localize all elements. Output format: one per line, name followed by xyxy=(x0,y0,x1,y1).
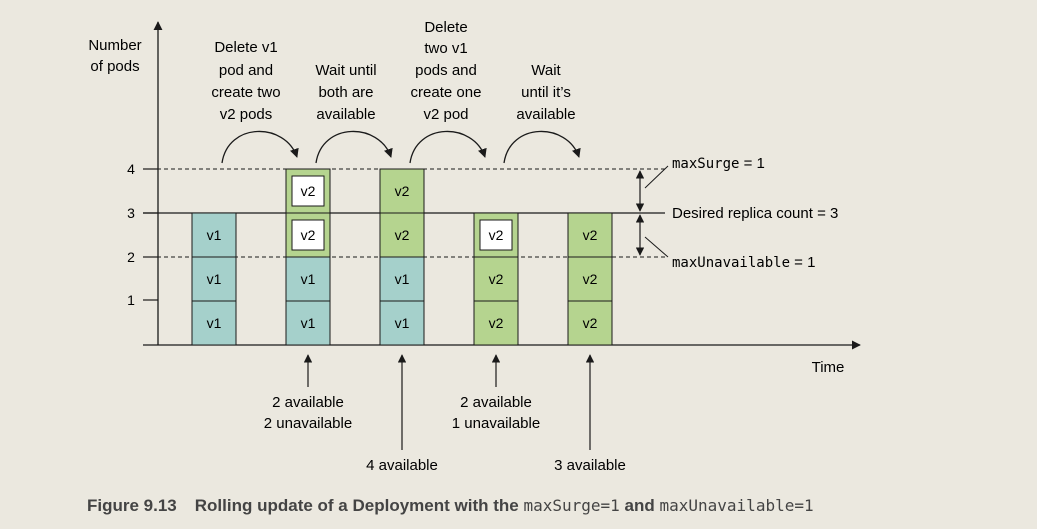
pod-label: v2 xyxy=(489,271,504,287)
y-tick-3: 3 xyxy=(127,205,135,221)
caption-and: and xyxy=(624,496,655,515)
max-surge-label-value: = 1 xyxy=(739,155,764,172)
max-unavailable-label-code: maxUnavailable xyxy=(672,255,790,271)
pod-2-1-v1 xyxy=(285,300,331,346)
pod-label: v1 xyxy=(395,315,410,331)
annotation-step-3-line4: create one xyxy=(411,84,482,101)
y-tick-1: 1 xyxy=(127,292,135,308)
annotation-step-3-line5: v2 pod xyxy=(423,106,468,123)
pod-label: v2 xyxy=(395,183,410,199)
annotation-step-2-line2: both are xyxy=(318,84,373,101)
pod-3-2-v1 xyxy=(379,256,425,302)
max-unavailable-leader xyxy=(644,236,669,258)
pod-unready-box xyxy=(291,175,325,207)
pod-label: v2 xyxy=(489,315,504,331)
pod-label: v2 xyxy=(301,183,316,199)
pod-label: v2 xyxy=(583,315,598,331)
caption-text: Rolling update of a Deployment with the xyxy=(194,496,519,515)
pod-label: v1 xyxy=(395,271,410,287)
pod-5-1-v2 xyxy=(567,300,613,346)
annotation-step-4-line2: until it’s xyxy=(521,84,571,101)
status-label-2: 4 available xyxy=(366,457,438,474)
max-surge-label: maxSurge = 1 xyxy=(672,155,765,172)
annotation-step-3-line1: Delete xyxy=(424,19,467,36)
pod-1-2-v1 xyxy=(191,256,237,302)
pod-label: v1 xyxy=(301,315,316,331)
annotation-step-2-line3: available xyxy=(316,106,375,123)
annotation-step-3-line3: pods and xyxy=(415,62,477,79)
pod-2-2-v1 xyxy=(285,256,331,302)
pod-1-3-v1 xyxy=(191,212,237,258)
annotation-step-1-line2: pod and xyxy=(219,62,273,79)
status-label-3-line1: 2 available xyxy=(460,394,532,411)
pod-label: v2 xyxy=(395,227,410,243)
pod-3-3-v2 xyxy=(379,212,425,258)
step-arrow-3 xyxy=(409,130,487,164)
max-unavailable-label: maxUnavailable = 1 xyxy=(672,254,815,271)
step-arrow-1 xyxy=(221,130,299,164)
annotation-step-2-line1: Wait until xyxy=(315,62,376,79)
pod-label: v1 xyxy=(301,271,316,287)
max-surge-leader xyxy=(644,165,669,189)
status-label-3-line2: 1 unavailable xyxy=(452,415,540,432)
caption-code-max-surge: maxSurge=1 xyxy=(523,496,620,515)
pod-label: v2 xyxy=(489,227,504,243)
status-label-4: 3 available xyxy=(554,457,626,474)
status-label-1-line1: 2 available xyxy=(272,394,344,411)
pod-5-3-v2 xyxy=(567,212,613,258)
annotation-step-1-line4: v2 pods xyxy=(220,106,273,123)
annotation-step-1-line1: Delete v1 xyxy=(214,39,277,56)
pod-3-1-v1 xyxy=(379,300,425,346)
y-tick-2: 2 xyxy=(127,249,135,265)
annotation-step-4-line1: Wait xyxy=(531,62,561,79)
step-arrow-2 xyxy=(315,130,393,164)
step-arrow-4 xyxy=(503,130,581,164)
pod-unready-box xyxy=(291,219,325,251)
y-axis-label-line1: Number xyxy=(88,37,141,54)
y-tick-4: 4 xyxy=(127,161,135,177)
annotation-step-4-line3: available xyxy=(516,106,575,123)
pod-label: v1 xyxy=(207,315,222,331)
figure-caption: Figure 9.13 Rolling update of a Deploymen… xyxy=(87,496,814,516)
pod-5-2-v2 xyxy=(567,256,613,302)
annotation-step-3-line2: two v1 xyxy=(424,40,467,57)
max-unavailable-label-value: = 1 xyxy=(790,254,815,271)
desired-count-label: Desired replica count = 3 xyxy=(672,205,838,222)
x-axis-label: Time xyxy=(812,359,845,376)
caption-code-max-unavailable: maxUnavailable=1 xyxy=(659,496,814,515)
pod-label: v2 xyxy=(301,227,316,243)
caption-figure-number: Figure 9.13 xyxy=(87,496,177,515)
diagram-canvas: Number of pods Time 1 2 3 4 v1 v1 v1 v1 v1 v2… xyxy=(88,19,861,474)
pod-label: v1 xyxy=(207,227,222,243)
pod-label: v2 xyxy=(583,271,598,287)
pod-3-4-v2 xyxy=(379,168,425,214)
max-surge-label-code: maxSurge xyxy=(672,156,739,172)
annotation-step-1-line3: create two xyxy=(211,84,280,101)
pod-stacks: v1 v1 v1 v1 v1 v2 v2 v1 v1 v2 v2 v2 v2 v2 v2 v2 v2 xyxy=(191,168,613,346)
status-label-1-line2: 2 unavailable xyxy=(264,415,352,432)
y-axis-label-line2: of pods xyxy=(90,58,139,75)
pod-label: v2 xyxy=(583,227,598,243)
pod-unready-box xyxy=(479,219,513,251)
pod-label: v1 xyxy=(207,271,222,287)
